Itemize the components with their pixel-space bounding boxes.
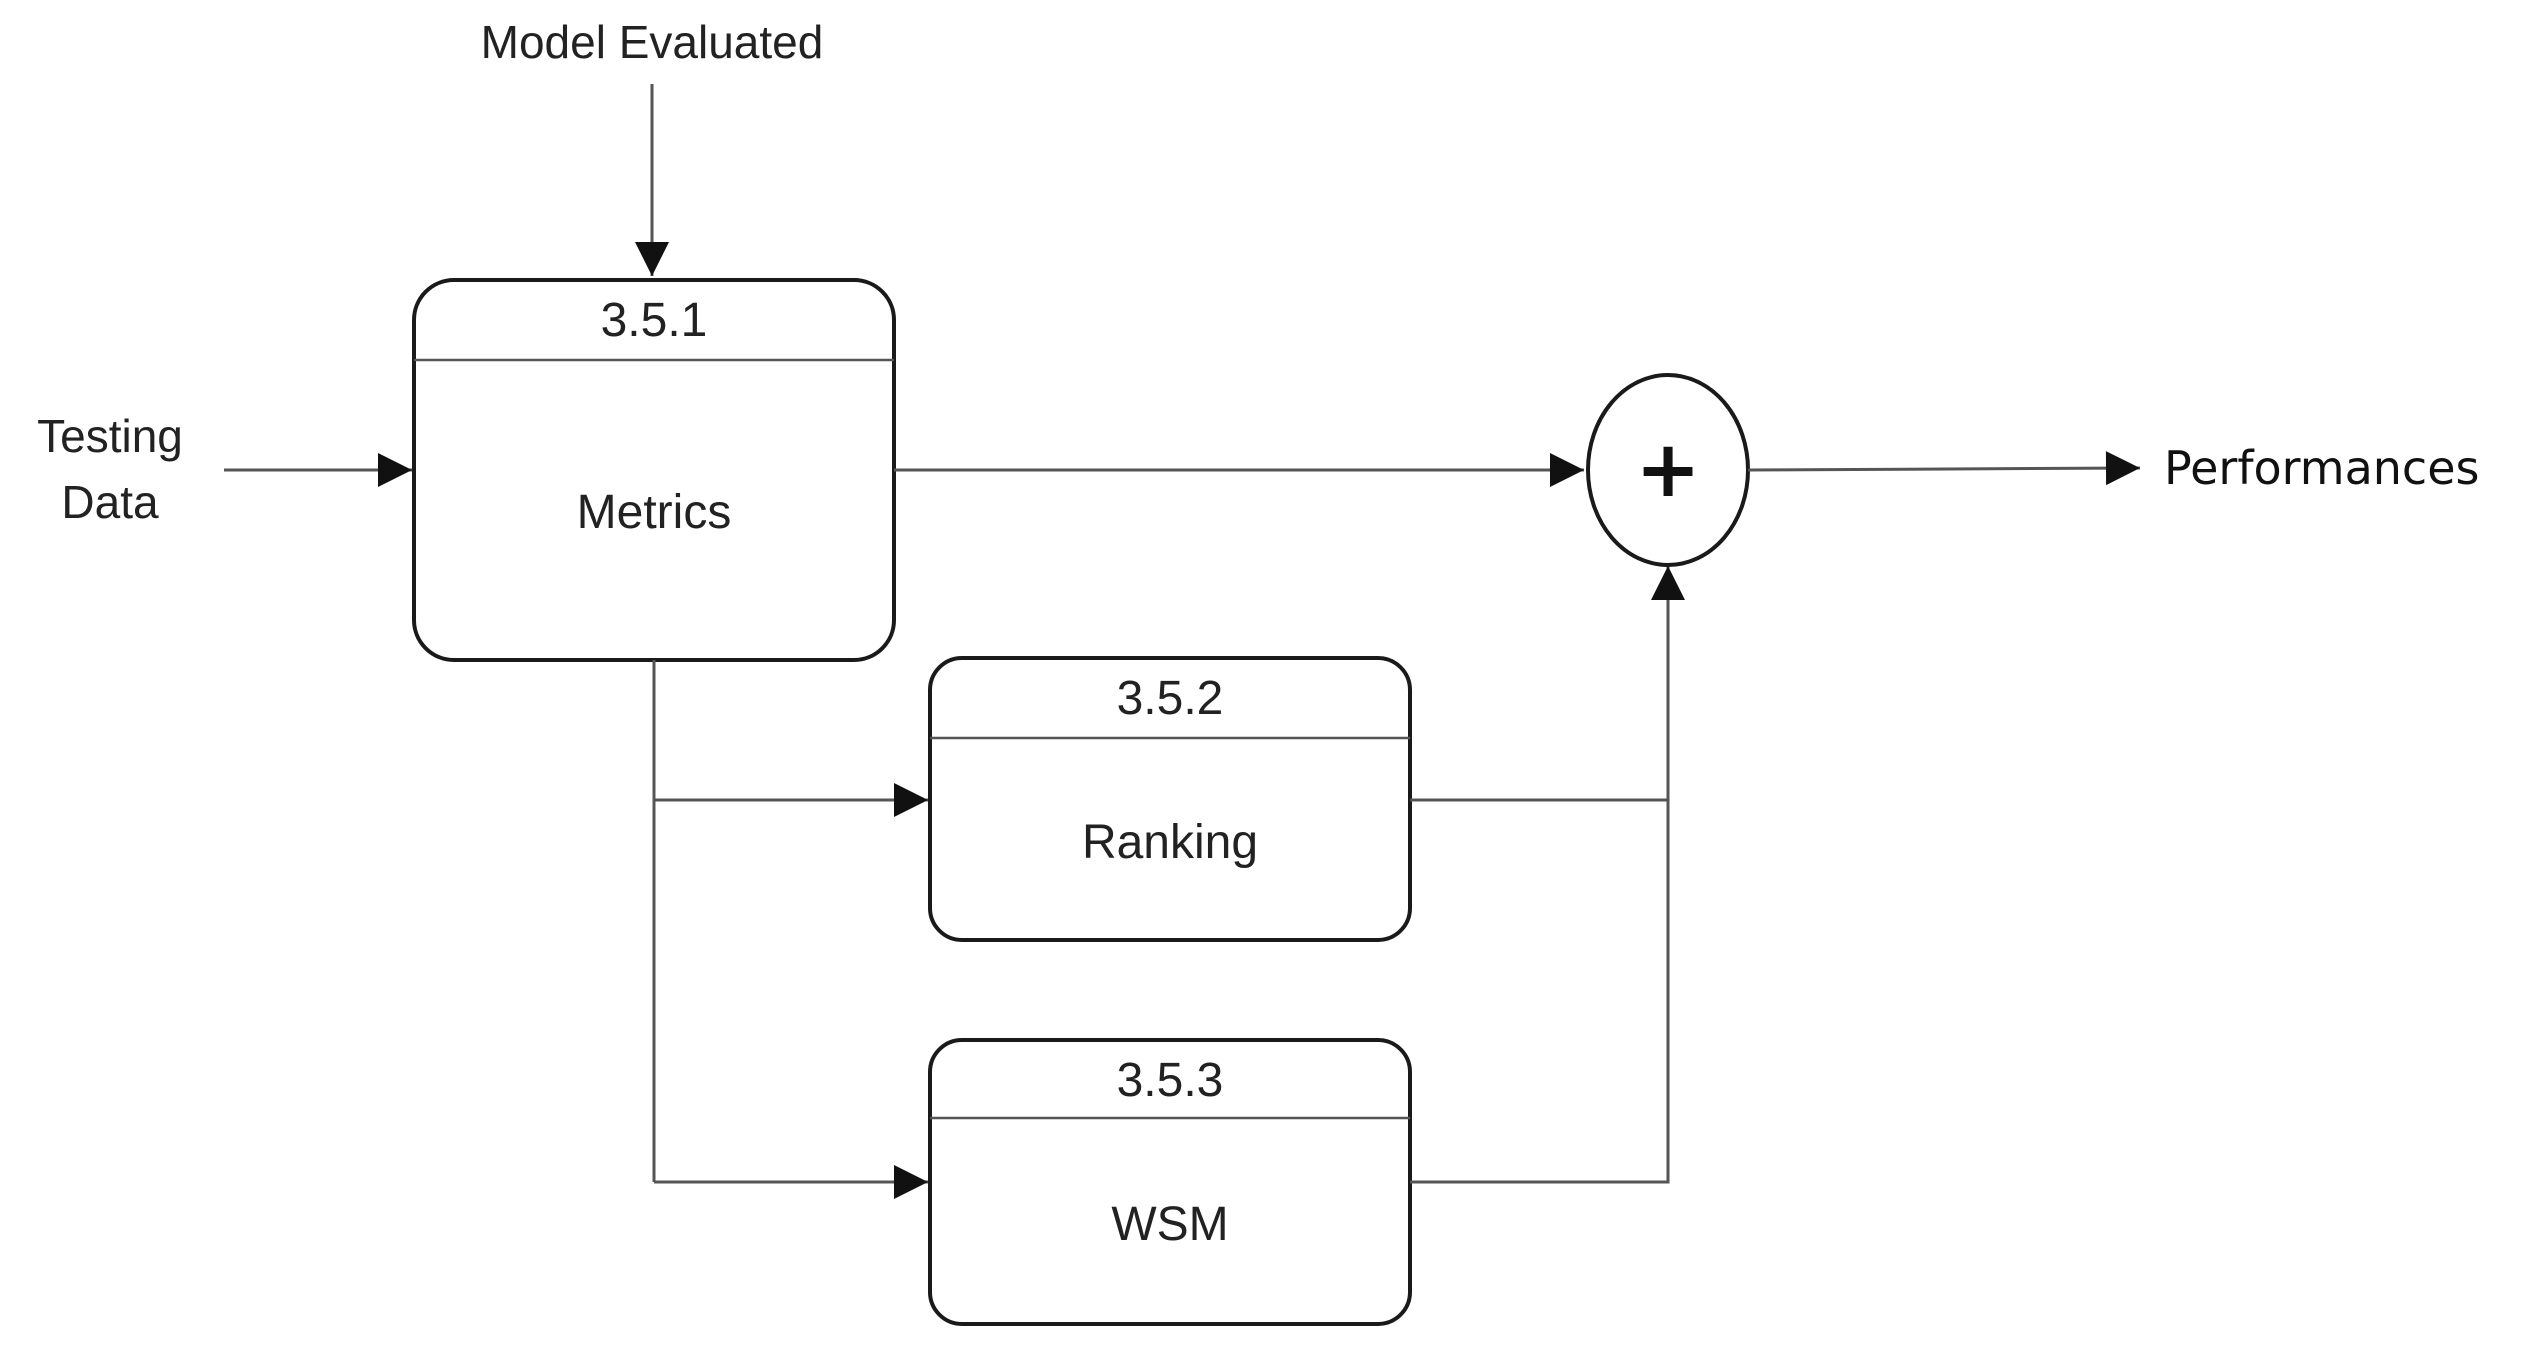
process-box-wsm: 3.5.3 WSM [928, 1038, 1412, 1326]
process-box-ranking: 3.5.2 Ranking [928, 656, 1412, 942]
performances-label: Performances [2164, 441, 2479, 495]
combiner-to-output-arrow [1747, 451, 2141, 486]
combiner-node: + [1586, 373, 1750, 567]
process-label-ranking: Ranking [1082, 816, 1258, 869]
testing-data-label-line2: Data [61, 476, 159, 528]
wsm-to-combiner-line [1410, 800, 1670, 1184]
plus-icon: + [1635, 425, 1700, 515]
process-label-wsm: WSM [1111, 1198, 1228, 1251]
process-id-wsm: 3.5.3 [1117, 1054, 1224, 1107]
process-label-metrics: Metrics [577, 486, 732, 539]
process-id-metrics: 3.5.1 [601, 294, 708, 347]
testing-data-label-line1: Testing [37, 410, 183, 462]
process-id-ranking: 3.5.2 [1117, 672, 1224, 725]
model-evaluated-label: Model Evaluated [481, 16, 824, 68]
process-box-metrics: 3.5.1 Metrics [412, 278, 896, 662]
